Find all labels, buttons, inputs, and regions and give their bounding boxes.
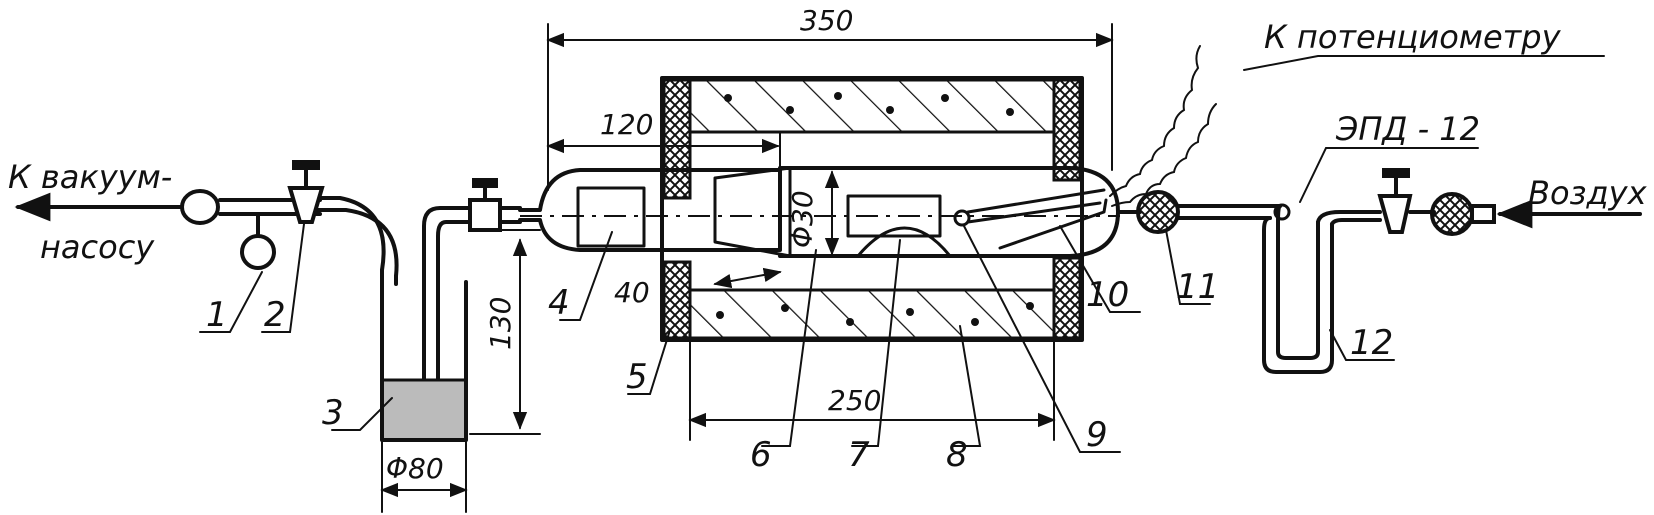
label-vacuum-pump-line1: К вакуум- <box>8 158 172 196</box>
callout-2: 2 <box>264 295 286 335</box>
dimension-lines <box>380 23 1114 513</box>
label-epd-12: ЭПД - 12 <box>1335 110 1480 148</box>
heater-wire-dots <box>716 92 1034 326</box>
sample-boat-7 <box>846 194 942 238</box>
label-potentiometer: К потенциометру <box>1264 18 1562 56</box>
furnace-outer-shell <box>660 76 1084 342</box>
support-arch <box>856 226 952 258</box>
callout-6: 6 <box>750 435 772 475</box>
furnace-end-wall-right-bottom <box>1052 256 1082 340</box>
filter-11 <box>1136 190 1180 234</box>
furnace <box>660 76 1084 342</box>
leader-lines <box>199 55 1605 453</box>
callout-3: 3 <box>322 393 344 433</box>
dim-250: 250 <box>828 384 881 417</box>
label-vacuum-pump-line2: насосу <box>40 228 155 266</box>
furnace-end-wall-left-bottom <box>662 260 692 340</box>
callout-1: 1 <box>206 295 228 335</box>
dim-phi80: Φ80 <box>386 452 444 485</box>
callout-9: 9 <box>1086 415 1108 455</box>
label-air: Воздух <box>1528 174 1648 212</box>
callout-11: 11 <box>1176 267 1219 307</box>
furnace-end-wall-left-top <box>662 78 692 200</box>
furnace-insulation-top <box>688 78 1056 134</box>
sample-block-4 <box>576 186 646 248</box>
callout-10: 10 <box>1086 275 1129 315</box>
dim-350: 350 <box>800 4 853 37</box>
vacuum-line <box>14 160 522 442</box>
callout-4: 4 <box>548 283 570 323</box>
callout-5: 5 <box>626 357 648 397</box>
callout-12: 12 <box>1350 323 1393 363</box>
dim-phi30: Φ30 <box>786 190 819 248</box>
furnace-insulation-bottom <box>688 288 1056 340</box>
furnace-end-wall-right-top <box>1052 78 1082 182</box>
dim-130: 130 <box>484 297 517 350</box>
thermocouple <box>953 45 1217 250</box>
air-inlet-line <box>1116 168 1642 374</box>
filter-right <box>1430 192 1474 236</box>
callout-7: 7 <box>848 435 870 475</box>
callout-8: 8 <box>946 435 968 475</box>
dim-40: 40 <box>614 276 650 309</box>
dim-120: 120 <box>600 108 653 141</box>
